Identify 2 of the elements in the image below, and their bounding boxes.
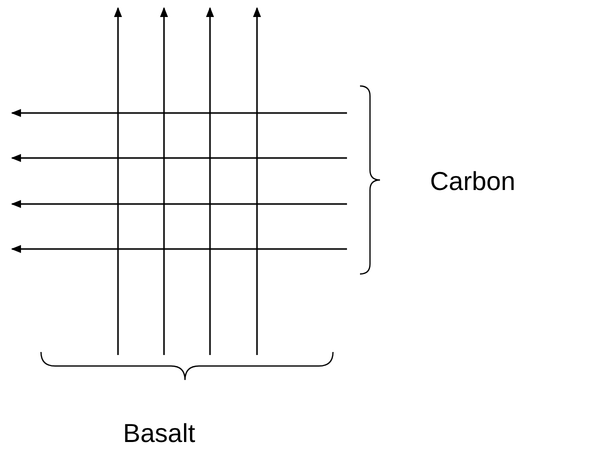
material-label: Carbon xyxy=(430,168,516,194)
material-label: Basalt xyxy=(123,420,196,446)
